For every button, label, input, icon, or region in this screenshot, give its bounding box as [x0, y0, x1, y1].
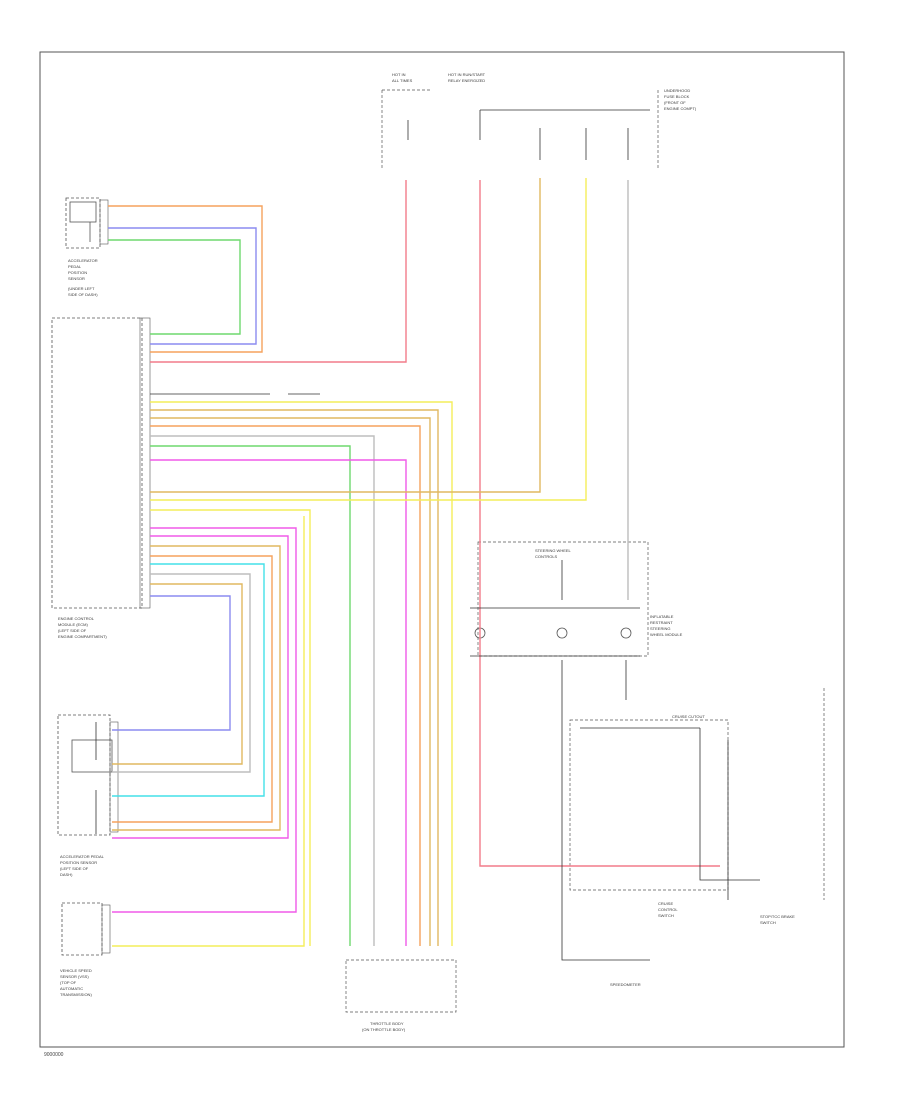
svg-text:MODULE (ECM): MODULE (ECM) — [58, 622, 88, 627]
wire-blue-2 — [112, 595, 231, 731]
svg-text:SWITCH: SWITCH — [760, 920, 776, 925]
wire-yellow-1 — [150, 401, 453, 946]
wire-yellow-2 — [150, 260, 587, 501]
svg-text:ALL TIMES: ALL TIMES — [392, 78, 413, 83]
wire-tan-2 — [150, 417, 431, 946]
accelerator-pedal-position-sensor-2: ACCELERATOR PEDAL POSITION SENSOR (LEFT … — [57, 714, 119, 877]
svg-text:STEERING WHEEL: STEERING WHEEL — [535, 548, 572, 553]
svg-text:VEHICLE SPEED: VEHICLE SPEED — [60, 968, 92, 973]
svg-text:STEERING: STEERING — [650, 626, 670, 631]
svg-text:ENGINE COMPARTMENT): ENGINE COMPARTMENT) — [58, 634, 107, 639]
wire-yellow-tan-1 — [150, 260, 541, 493]
wire-yellow-4 — [112, 516, 305, 947]
wire-orange-2 — [150, 425, 421, 946]
svg-text:SENSOR: SENSOR — [68, 276, 85, 281]
svg-text:(ON THROTTLE BODY): (ON THROTTLE BODY) — [362, 1027, 406, 1032]
svg-text:(TOP OF: (TOP OF — [60, 980, 77, 985]
accelerator-pedal-sensor: ACCELERATOR PEDAL POSITION SENSOR (UNDER… — [65, 197, 109, 297]
throttle-body: THROTTLE BODY (ON THROTTLE BODY) — [345, 959, 457, 1032]
wire-orange-3 — [112, 555, 273, 823]
diagram-border — [39, 51, 845, 1048]
wire-green-2 — [150, 445, 351, 946]
svg-text:POSITION: POSITION — [68, 270, 87, 275]
svg-text:THROTTLE BODY: THROTTLE BODY — [370, 1021, 404, 1026]
svg-text:WHEEL MODULE: WHEEL MODULE — [650, 632, 683, 637]
wire-tan-1 — [150, 409, 439, 946]
wire-tan-3 — [112, 545, 281, 831]
svg-text:DASH): DASH) — [60, 872, 73, 877]
svg-text:SWITCH: SWITCH — [658, 913, 674, 918]
wire-pink-2 — [112, 527, 297, 913]
svg-text:ENGINE CONTROL: ENGINE CONTROL — [58, 616, 95, 621]
vehicle-speed-sensor: VEHICLE SPEED SENSOR (VSS) (TOP OF AUTOM… — [60, 902, 111, 997]
wire-grey-2 — [112, 573, 251, 773]
svg-text:(LEFT SIDE OF: (LEFT SIDE OF — [58, 628, 87, 633]
figure-id: 9000000 — [44, 1052, 64, 1058]
svg-text:RELAY ENERGIZED: RELAY ENERGIZED — [448, 78, 485, 83]
wire-yellow-3 — [150, 509, 311, 946]
wire-blue — [108, 227, 257, 345]
engine-control-module: ENGINE CONTROL MODULE (ECM) (LEFT SIDE O… — [51, 317, 151, 639]
svg-text:AUTOMATIC: AUTOMATIC — [60, 986, 83, 991]
svg-text:CRUISE CUTOUT: CRUISE CUTOUT — [672, 714, 705, 719]
wire-pink-1 — [150, 459, 407, 946]
svg-text:ACCELERATOR PEDAL: ACCELERATOR PEDAL — [60, 854, 105, 859]
cruise-control-switch: STEERING WHEEL CONTROLS INFLATABLE RESTR… — [474, 541, 683, 657]
svg-text:SIDE OF DASH): SIDE OF DASH) — [68, 292, 98, 297]
black-wires — [95, 109, 760, 961]
wire-harness — [108, 178, 720, 947]
svg-text:TRANSMISSION): TRANSMISSION) — [60, 992, 92, 997]
wire-green — [108, 239, 241, 335]
svg-text:(LEFT SIDE OF: (LEFT SIDE OF — [60, 866, 89, 871]
svg-text:CONTROL: CONTROL — [658, 907, 678, 912]
wire-grey-1 — [150, 435, 375, 946]
svg-text:HOT IN: HOT IN — [392, 72, 406, 77]
wire-tan-4 — [112, 583, 243, 765]
svg-text:SPEEDOMETER: SPEEDOMETER — [610, 982, 641, 987]
svg-text:UNDERHOOD: UNDERHOOD — [664, 88, 690, 93]
svg-text:FUSE BLOCK: FUSE BLOCK — [664, 94, 690, 99]
svg-text:PEDAL: PEDAL — [68, 264, 82, 269]
svg-text:HOT IN RUN/START: HOT IN RUN/START — [448, 72, 486, 77]
svg-text:RESTRAINT: RESTRAINT — [650, 620, 673, 625]
svg-text:ACCELERATOR: ACCELERATOR — [68, 258, 98, 263]
svg-text:(UNDER LEFT: (UNDER LEFT — [68, 286, 95, 291]
wire-pink-3 — [112, 535, 289, 839]
wire-red-right — [479, 180, 720, 867]
svg-text:ENGINE COMPT): ENGINE COMPT) — [664, 106, 697, 111]
svg-text:SENSOR (VSS): SENSOR (VSS) — [60, 974, 89, 979]
stoplamp-switch: CRUISE CUTOUT CRUISE CONTROL SWITCH STOP… — [569, 688, 825, 987]
wire-cyan — [112, 563, 265, 797]
svg-text:INFLATABLE: INFLATABLE — [650, 614, 674, 619]
wire-red-power — [150, 180, 407, 363]
svg-text:(FRONT OF: (FRONT OF — [664, 100, 686, 105]
svg-text:STOP/TCC BRAKE: STOP/TCC BRAKE — [760, 914, 795, 919]
svg-text:POSITION SENSOR: POSITION SENSOR — [60, 860, 97, 865]
svg-text:CRUISE: CRUISE — [658, 901, 673, 906]
svg-text:CONTROLS: CONTROLS — [535, 554, 558, 559]
underhood-fuse-block: HOT IN ALL TIMES HOT IN RUN/START RELAY … — [381, 72, 697, 170]
wire-orange — [108, 205, 263, 353]
